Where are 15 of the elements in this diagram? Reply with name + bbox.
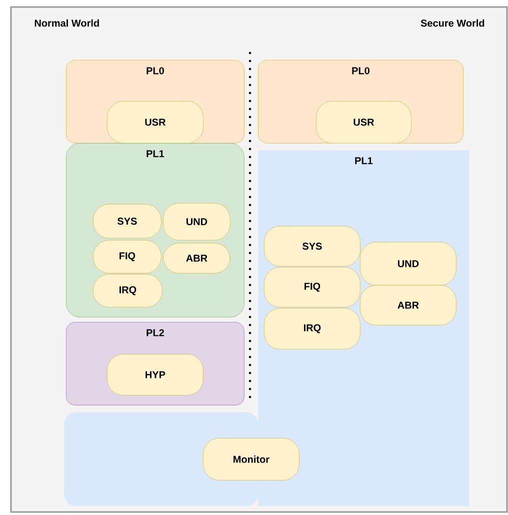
mode-pill: USR xyxy=(107,101,204,144)
mode-pill: USR xyxy=(316,101,412,144)
mode-pill: SYS xyxy=(93,204,162,238)
mode-pill: IRQ xyxy=(264,308,360,350)
mode-pill: UND xyxy=(360,242,456,286)
mode-pill: FIQ xyxy=(93,240,162,274)
world-label: Normal World xyxy=(34,19,99,27)
mode-pill: ABR xyxy=(360,285,456,326)
mode-pill: IRQ xyxy=(93,274,162,308)
mode-pill: HYP xyxy=(107,354,204,396)
mode-pill: SYS xyxy=(264,226,360,266)
mode-pill: UND xyxy=(163,203,230,240)
mode-pill: Monitor xyxy=(203,438,300,480)
mode-pill: FIQ xyxy=(264,267,360,308)
world-label: Secure World xyxy=(420,19,484,27)
